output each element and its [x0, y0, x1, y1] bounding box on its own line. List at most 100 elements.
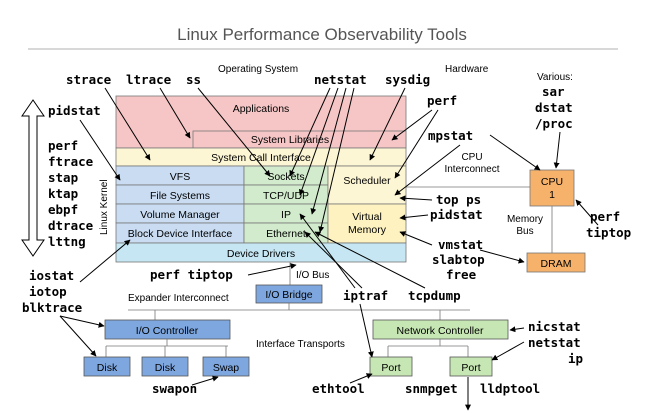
arrow-tcpdump	[314, 231, 426, 289]
arrow-iostat-disk	[59, 315, 97, 357]
tool-top-ps: top ps	[436, 192, 481, 207]
tool-dstat: dstat	[535, 100, 573, 115]
label-linux-kernel: Linux Kernel	[99, 179, 110, 235]
box-network-controller	[372, 319, 509, 340]
label-cpu-interconnect-1: CPU	[461, 152, 482, 163]
tool-netstat-bottom: netstat	[528, 335, 581, 350]
tool-left-stap: stap	[48, 170, 78, 185]
arrow-pidstat-left	[79, 119, 121, 181]
arrow-strace	[104, 87, 151, 161]
box-io-controller	[104, 319, 231, 340]
box-cpu-label-1: CPU	[541, 176, 563, 188]
arrow-vmstat	[399, 231, 433, 246]
box-io-bridge-label: I/O Bridge	[265, 289, 312, 301]
arrow-netstat-4	[318, 87, 355, 233]
tool-left-lttng: lttng	[48, 234, 86, 249]
tool-nicstat-stack: nicstat netstat ip	[528, 319, 583, 366]
box-cpu	[529, 169, 575, 207]
tool-pidstat-right: pidstat	[430, 207, 483, 222]
tool-ss: ss	[186, 72, 201, 87]
box-ip-label: IP	[281, 209, 291, 221]
tool-iostat-stack: iostat iotop blktrace	[22, 268, 83, 315]
box-scheduler-label: Scheduler	[343, 175, 391, 187]
tool-tcpdump: tcpdump	[408, 288, 461, 303]
box-block-device-interface-label: Block Device Interface	[128, 228, 233, 240]
box-device-drivers	[115, 242, 407, 263]
tool-pidstat-left: pidstat	[48, 103, 101, 118]
box-volume-manager-label: Volume Manager	[140, 209, 220, 221]
arrow-iostat-bdi	[79, 239, 131, 283]
arrow-swapon	[191, 375, 219, 386]
tool-snmpget: snmpget	[405, 381, 458, 396]
arrow-vmstat-dram	[479, 249, 525, 264]
label-interface-transports: Interface Transports	[256, 339, 345, 350]
label-various: Various:	[537, 72, 573, 83]
tool-vmstat: vmstat	[438, 237, 483, 252]
box-file-systems-label: File Systems	[150, 190, 210, 202]
label-cpu-interconnect-2: Interconnect	[444, 164, 499, 175]
tool-left-ebpf: ebpf	[48, 202, 78, 217]
arrow-top-ps	[399, 195, 433, 202]
arrow-iptraf-port	[359, 303, 374, 358]
label-memory-bus-2: Bus	[516, 226, 533, 237]
arrow-netstat-2	[298, 87, 339, 196]
arrow-netstat-1	[289, 87, 331, 177]
label-memory-bus-1: Memory	[507, 214, 543, 225]
tool-various-stack: sar dstat /proc	[535, 84, 573, 131]
box-dram-label: DRAM	[541, 258, 572, 270]
label-io-bus: I/O Bus	[296, 270, 329, 281]
label-hardware: Hardware	[445, 64, 489, 75]
box-applications-label: Applications	[233, 103, 290, 115]
arrow-iptraf-1	[299, 213, 356, 289]
tool-left-ktap: ktap	[48, 186, 78, 201]
tool-perf-right: perf	[427, 93, 457, 108]
tool-iostat: iostat	[29, 268, 74, 283]
box-device-drivers-label: Device Drivers	[227, 248, 295, 260]
tool-tiptop-r: tiptop	[586, 225, 631, 240]
box-tcp-udp-label: TCP/UDP	[263, 190, 309, 202]
tool-slabtop: slabtop	[432, 252, 485, 267]
box-virtual-memory	[327, 203, 407, 244]
box-disk-2-label: Disk	[155, 362, 176, 374]
arrow-nicstat-port	[491, 341, 525, 361]
tool-ltrace: ltrace	[126, 72, 172, 87]
tool-proc: /proc	[535, 116, 573, 131]
arrow-iostat-ioc	[59, 315, 105, 328]
box-port-1-label: Port	[381, 362, 400, 374]
box-cpu-label-2: 1	[549, 189, 555, 201]
diagram-title: Linux Performance Observability Tools	[177, 25, 467, 44]
box-swap	[202, 356, 250, 377]
arrow-ss	[197, 87, 271, 177]
arrow-ethtool	[349, 373, 373, 384]
tool-left-stack: perf ftrace stap ktap ebpf dtrace lttng	[48, 138, 94, 249]
tool-perf-r: perf	[590, 209, 620, 224]
arrow-netstat-3	[310, 87, 347, 215]
tool-left-dtrace: dtrace	[48, 218, 94, 233]
tool-perf-tiptop-mid: perf tiptop	[150, 267, 233, 282]
arrow-perf-2	[394, 109, 439, 179]
box-disk-1	[83, 356, 131, 377]
arrow-pidstat-right	[399, 214, 429, 221]
arrow-nicstat	[509, 326, 525, 333]
box-port-1	[369, 356, 413, 377]
arrow-mpstat-cpu	[489, 134, 541, 171]
box-network-controller-label: Network Controller	[397, 325, 484, 337]
box-disk-2	[141, 356, 189, 377]
box-virtual-memory-label-1: Virtual	[352, 211, 382, 223]
tool-iptraf: iptraf	[343, 288, 388, 303]
box-system-libraries-label: System Libraries	[251, 134, 329, 146]
box-disk-1-label: Disk	[97, 362, 118, 374]
box-io-controller-label: I/O Controller	[136, 325, 199, 337]
box-swap-label: Swap	[213, 362, 239, 374]
tool-left-perf: perf	[48, 138, 78, 153]
arrow-ltrace	[159, 87, 191, 139]
tool-ethtool: ethtool	[312, 381, 365, 396]
box-vfs-label: VFS	[170, 171, 190, 183]
tool-strace: strace	[66, 72, 112, 87]
tool-vmstat-stack: vmstat slabtop free	[432, 237, 485, 282]
arrow-perf-1	[391, 109, 433, 141]
label-expander-interconnect: Expander Interconnect	[128, 293, 229, 304]
box-port-2-label: Port	[461, 362, 480, 374]
box-dram	[526, 252, 586, 273]
